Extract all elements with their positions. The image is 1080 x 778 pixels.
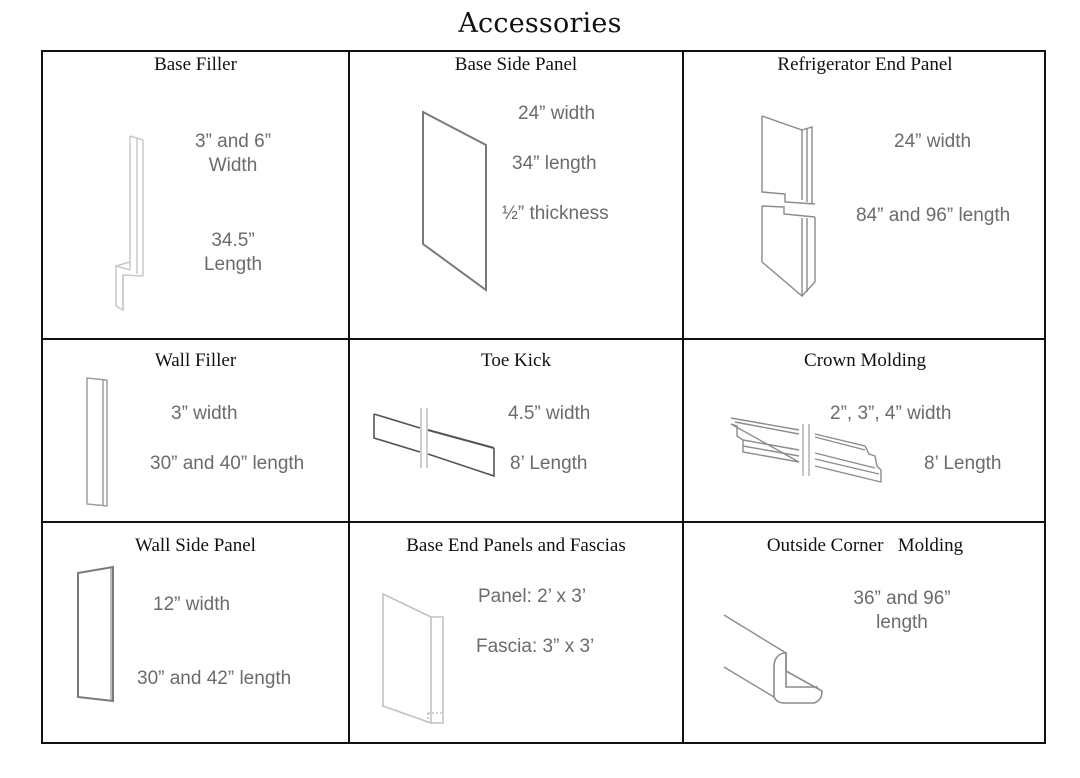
spec-length-value: 34.5” (211, 230, 255, 251)
spec-length: 8’ Length (924, 453, 1002, 474)
base-end-panel-drawing (382, 592, 444, 725)
base-side-panel-drawing (422, 110, 487, 292)
spec-length: 84” and 96” length (856, 205, 1011, 226)
outside-corner-molding-drawing (723, 614, 823, 704)
row-divider (43, 521, 1044, 523)
spec-length: 34” length (512, 153, 597, 174)
spec-length: 30” and 42” length (137, 668, 292, 689)
spec-width-label: Width (208, 155, 258, 176)
cell-title: Outside Corner Molding (766, 535, 964, 556)
spec-thickness: ½” thickness (502, 203, 609, 224)
spec-fascia: Fascia: 3” x 3’ (476, 636, 595, 657)
base-filler-drawing (115, 135, 144, 312)
spec-width: 24” width (518, 103, 596, 124)
spec-width: 12” width (153, 594, 231, 615)
cell-base-filler: Base Filler 3” and 6” Width 34.5” Length (43, 52, 348, 338)
spec-width: 24” width (894, 131, 972, 152)
cell-title: Refrigerator End Panel (777, 54, 953, 75)
spec-length-label: length (876, 612, 928, 633)
spec-length-label: Length (203, 254, 263, 275)
cell-title: Toe Kick (481, 350, 551, 371)
spec-width: 4.5” width (508, 403, 591, 424)
page-title: Accessories (458, 8, 622, 39)
spec-width: 2”, 3”, 4” width (830, 403, 952, 424)
cell-crown-molding: Crown Molding 2”, 3”, 4” width 8’ Length (684, 340, 1046, 521)
row-divider (43, 338, 1044, 340)
spec-length: 30” and 40” length (150, 453, 305, 474)
column-divider (682, 52, 684, 742)
cell-title: Base Filler (154, 54, 237, 75)
wall-side-panel-drawing (77, 565, 114, 703)
column-divider (348, 52, 350, 742)
cell-wall-side-panel: Wall Side Panel 12” width 30” and 42” le… (43, 523, 348, 744)
spec-length-values: 36” and 96” (853, 588, 951, 609)
cell-base-end-panels-fascias: Base End Panels and Fascias Panel: 2’ x … (350, 523, 682, 744)
spec-width-values: 3” and 6” (194, 131, 272, 152)
accessories-table: Base Filler 3” and 6” Width 34.5” Length… (41, 50, 1046, 744)
cell-title: Crown Molding (804, 350, 926, 371)
cell-title: Base End Panels and Fascias (406, 535, 626, 556)
cell-title: Wall Filler (154, 350, 237, 371)
spec-panel: Panel: 2’ x 3’ (478, 586, 587, 607)
cell-toe-kick: Toe Kick 4.5” width 8’ Length (350, 340, 682, 521)
cell-refrigerator-end-panel: Refrigerator End Panel 24” width 84” and… (684, 52, 1046, 338)
toe-kick-drawing (373, 408, 495, 478)
cell-wall-filler: Wall Filler 3” width 30” and 40” length (43, 340, 348, 521)
cell-outside-corner-molding: Outside Corner Molding 36” and 96” lengt… (684, 523, 1046, 744)
wall-filler-drawing (86, 377, 108, 507)
cell-base-side-panel: Base Side Panel 24” width 34” length ½” … (350, 52, 682, 338)
refrigerator-end-panel-drawing (761, 115, 816, 297)
spec-width: 3” width (171, 403, 238, 424)
cell-title: Wall Side Panel (135, 535, 256, 556)
spec-length: 8’ Length (510, 453, 588, 474)
cell-title: Base Side Panel (454, 54, 578, 75)
crown-molding-drawing (730, 417, 882, 483)
